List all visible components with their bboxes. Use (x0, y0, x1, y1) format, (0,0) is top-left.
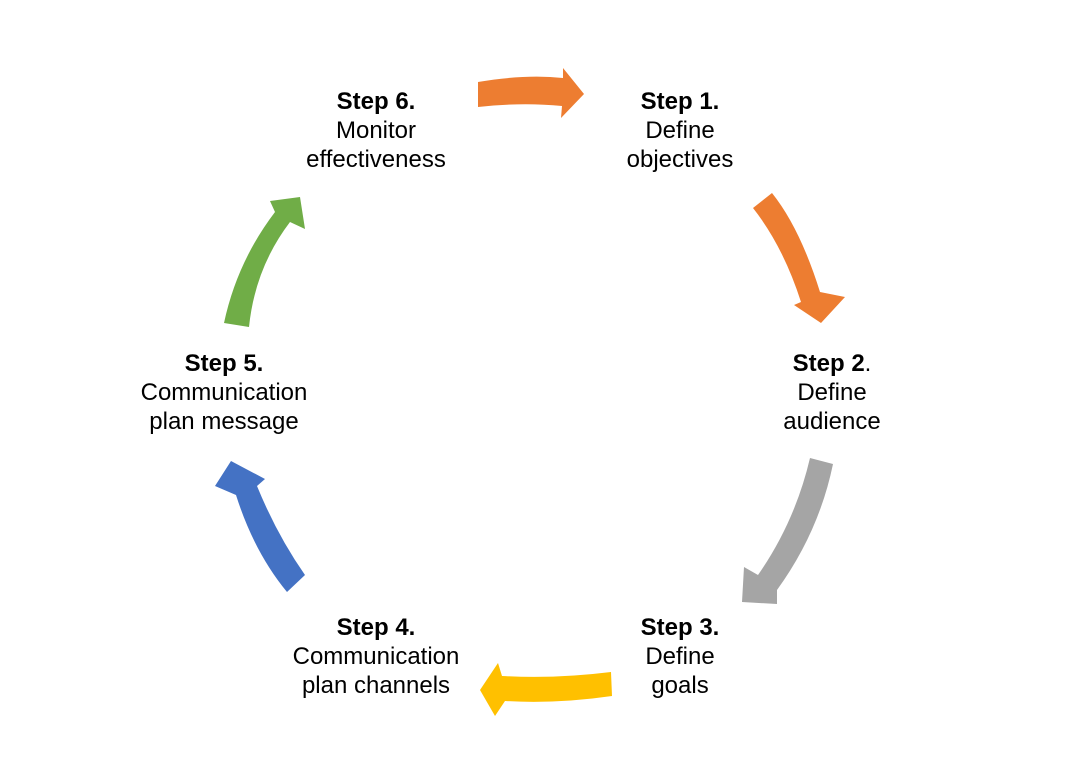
step-6-title: Step 6. (336, 88, 416, 115)
arrow-step1-to-step2 (753, 193, 845, 323)
step-5-line-1: Communication (140, 379, 308, 406)
step-6-line-2: effectiveness (306, 146, 446, 173)
arrow-step4-to-step5 (215, 461, 305, 592)
step-1-line-2: objectives (626, 146, 734, 173)
step-4-line-2: plan channels (301, 672, 451, 699)
step-2-title: Step 2 (792, 350, 865, 377)
step-5-label: Step 5. Communication plan message (94, 349, 354, 436)
arrow-step2-to-step3 (742, 458, 833, 604)
step-3-line-1: Define (645, 643, 715, 670)
step-4-line-1: Communication (292, 643, 460, 670)
step-3-line-2: goals (651, 672, 709, 699)
step-3-title: Step 3. (640, 614, 720, 641)
step-2-line-2: audience (783, 408, 881, 435)
step-6-label: Step 6. Monitor effectiveness (246, 87, 506, 174)
step-2-suffix: . (864, 350, 872, 377)
step-3-label: Step 3. Define goals (550, 613, 810, 700)
step-1-label: Step 1. Define objectives (550, 87, 810, 174)
arrow-step6-to-step1 (478, 68, 584, 118)
step-2-label: Step 2. Define audience (702, 349, 962, 436)
arrow-step3-to-step4 (480, 663, 612, 716)
step-5-line-2: plan message (149, 408, 299, 435)
step-6-line-1: Monitor (335, 117, 417, 144)
step-5-title: Step 5. (184, 350, 264, 377)
step-4-label: Step 4. Communication plan channels (246, 613, 506, 700)
arrow-step5-to-step6 (224, 197, 305, 327)
step-1-title: Step 1. (640, 88, 720, 115)
step-2-line-1: Define (797, 379, 867, 406)
step-1-line-1: Define (645, 117, 715, 144)
step-4-title: Step 4. (336, 614, 416, 641)
